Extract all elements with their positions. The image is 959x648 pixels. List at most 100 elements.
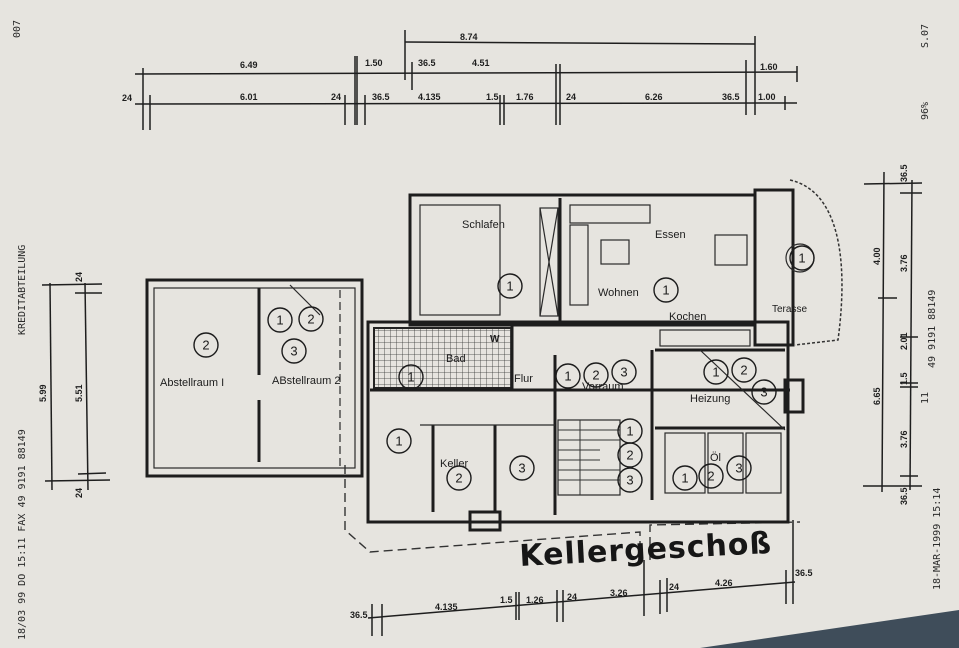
dim-label: 36.5: [899, 487, 909, 505]
room-marker-abstellraum2: 3: [281, 338, 307, 364]
dim-label: 36.5: [899, 164, 909, 182]
page-number: S.07: [920, 24, 931, 48]
plan-title: Kellergeschoß: [519, 526, 773, 574]
room-marker-oel: 2: [698, 463, 724, 489]
marker-circle: [751, 379, 777, 405]
room-label-heizung: Heizung: [690, 393, 730, 405]
dim-label: 1.00: [758, 92, 776, 102]
marker-number: 1: [626, 424, 633, 439]
room-marker-treppe: 1: [617, 418, 643, 444]
dim-label: 1.5: [899, 372, 909, 385]
left-dimensions: 24 5.51 5.99 24: [38, 272, 111, 498]
room-label-wohnen: Wohnen: [598, 287, 639, 299]
room-marker-oel: 1: [672, 465, 698, 491]
marker-circle: [386, 428, 412, 454]
room-marker-bad: 1: [398, 364, 424, 390]
room-marker-heizung: 3: [751, 379, 777, 405]
page-marker: 007: [12, 20, 23, 38]
marker-number: 1: [276, 313, 283, 328]
room-marker-oel: 3: [726, 455, 752, 481]
dim-label: 4.26: [715, 578, 733, 588]
marker-circle: [617, 442, 643, 468]
dim-label: 4.135: [418, 92, 441, 102]
fax-header-right-number: 49 9191 88149: [927, 290, 938, 368]
dim-label: 24: [122, 93, 132, 103]
marker-number: 3: [735, 461, 742, 476]
dim-label: 24: [566, 92, 576, 102]
dim-label: 5.99: [38, 384, 48, 402]
room-marker-abstellraum1: 2: [193, 332, 219, 358]
marker-circle: [703, 359, 729, 385]
marker-number: 3: [626, 473, 633, 488]
room-marker-vorraum: 3: [611, 359, 637, 385]
marker-number: 1: [662, 283, 669, 298]
dim-label: 24: [74, 488, 84, 498]
dim-label: 6.49: [240, 60, 258, 70]
dim-label: 24: [669, 582, 679, 592]
room-label-vorraum: Vorraum: [582, 381, 624, 393]
marker-circle: [267, 307, 293, 333]
abstellraum-block: [145, 278, 364, 478]
dim-label: 36.5: [372, 92, 390, 102]
marker-number: 1: [407, 370, 414, 385]
marker-circle: [731, 357, 757, 383]
marker-circle: [789, 245, 815, 271]
room-marker-vorraum: 2: [583, 362, 609, 388]
room-marker-keller: 1: [386, 428, 412, 454]
marker-number: 3: [760, 385, 767, 400]
dim-label: 1.60: [760, 62, 778, 72]
dim-label: 6.01: [240, 92, 258, 102]
dim-label: 6.65: [872, 387, 882, 405]
room-marker-schlafen: 1: [497, 273, 523, 299]
room-marker-treppe: 2: [617, 442, 643, 468]
room-marker-wohnen: 1: [653, 277, 679, 303]
dim-label: 4.51: [472, 58, 490, 68]
marker-circle: [497, 273, 523, 299]
marker-number: 2: [307, 312, 314, 327]
marker-circle: [653, 277, 679, 303]
room-label-bad: Bad: [446, 353, 466, 365]
marker-circle: [672, 465, 698, 491]
marker-circle: [726, 455, 752, 481]
dim-label: 3.76: [899, 254, 909, 272]
marker-number: 3: [290, 344, 297, 359]
room-label-kochen: Kochen: [669, 311, 706, 323]
dim-label: 36.5: [795, 568, 813, 578]
room-label-abstellraum-1: Abstellraum I: [160, 377, 224, 389]
dim-label: 24: [567, 592, 577, 602]
top-dimensions: 8.74 6.49 1.50 36.5 4.51 1.60 24 6.01 24…: [122, 30, 798, 130]
room-label-schlafen: Schlafen: [462, 219, 505, 231]
marker-circle: [611, 359, 637, 385]
dim-label: 36.5: [722, 92, 740, 102]
room-marker-abstellraum2: 1: [267, 307, 293, 333]
room-marker-terrasse: 1: [789, 245, 815, 271]
dim-top-overall: 8.74: [460, 32, 478, 42]
room-marker-keller: 2: [446, 465, 472, 491]
marker-circle: [698, 463, 724, 489]
bottom-dimensions: 36.5 4.135 1.5 1.26 24 3.26 24 4.26 36.5: [350, 520, 813, 636]
room-marker-vorraum: 1: [555, 363, 581, 389]
dim-label: 1.50: [365, 58, 383, 68]
dim-label: 36.5: [350, 610, 368, 620]
marker-circle: [509, 455, 535, 481]
room-label-w: W: [490, 334, 500, 345]
marker-circle: [446, 465, 472, 491]
fax-header-right-date: 18-MAR-1999 15:14: [932, 488, 943, 590]
dim-label: 3.76: [899, 430, 909, 448]
room-marker-abstellraum2: 2: [298, 306, 324, 332]
room-label-keller: Keller: [440, 458, 468, 470]
dim-label: 2.01: [899, 332, 909, 350]
room-label-essen: Essen: [655, 229, 686, 241]
dim-label: 1.76: [516, 92, 534, 102]
marker-number: 2: [202, 338, 209, 353]
room-label-oel: Öl: [710, 452, 721, 464]
dim-label: 6.26: [645, 92, 663, 102]
marker-number: 1: [681, 471, 688, 486]
marker-number: 2: [707, 469, 714, 484]
dim-label: 5.51: [74, 384, 84, 402]
marker-circle: [555, 363, 581, 389]
marker-number: 2: [455, 471, 462, 486]
fax-header-left: 18/03 99 DO 15:11 FAX 49 9191 88149: [17, 429, 28, 640]
scale-label: 96%: [920, 102, 931, 120]
